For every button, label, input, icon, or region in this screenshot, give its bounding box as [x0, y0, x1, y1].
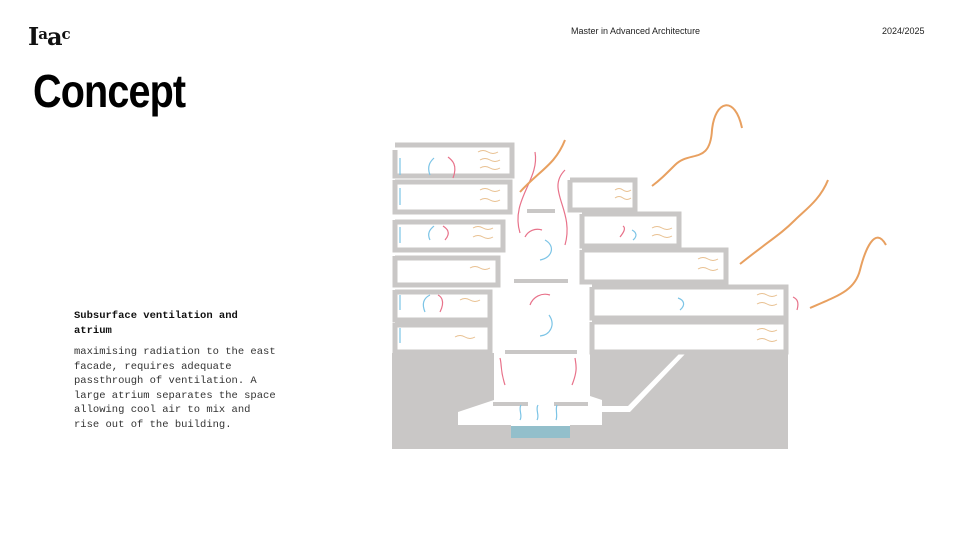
ground-mass [392, 353, 788, 449]
water-pool [511, 426, 570, 438]
section-body: maximising radiation to the east facade,… [74, 346, 276, 431]
iaac-logo: Iaac [28, 22, 71, 51]
program-name: Master in Advanced Architecture [571, 26, 701, 36]
sun-ray-icons [519, 104, 887, 309]
page-title: Concept [33, 65, 186, 117]
academic-year: 2024/2025 [882, 26, 925, 36]
radiation-squiggles [454, 150, 778, 342]
floors [392, 142, 789, 355]
section-heading: Subsurface ventilation and atrium [74, 310, 238, 337]
warm-air-arrows [437, 151, 799, 386]
slabs [493, 209, 588, 406]
cool-air-arrows [399, 157, 685, 421]
